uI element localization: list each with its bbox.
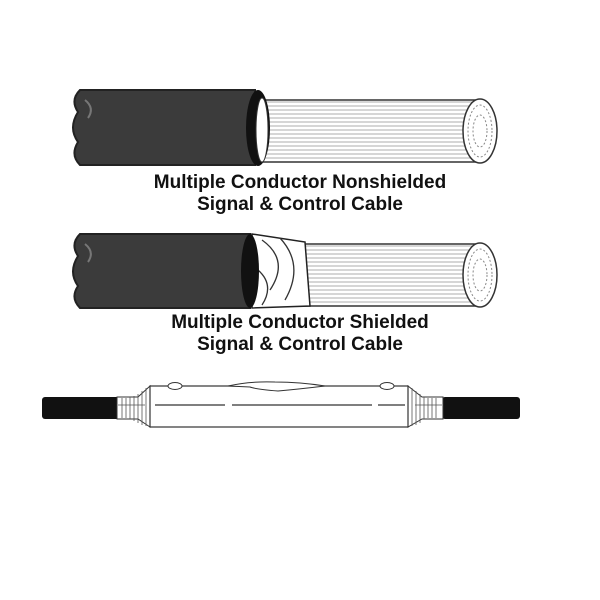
shielded-caption: Multiple Conductor Shielded Signal & Con… [0, 312, 600, 356]
nonshielded-caption: Multiple Conductor Nonshielded Signal & … [0, 172, 600, 216]
shielded-caption-line1: Multiple Conductor Shielded [171, 312, 429, 333]
shielded-cable-illustration [72, 233, 498, 309]
nonshielded-caption-line2: Signal & Control Cable [197, 194, 403, 215]
nonshielded-cable-illustration [72, 89, 498, 166]
nonshielded-caption-line1: Multiple Conductor Nonshielded [153, 172, 447, 193]
shielded-caption-line2: Signal & Control Cable [197, 334, 403, 355]
splice-kit-illustration [42, 381, 520, 428]
